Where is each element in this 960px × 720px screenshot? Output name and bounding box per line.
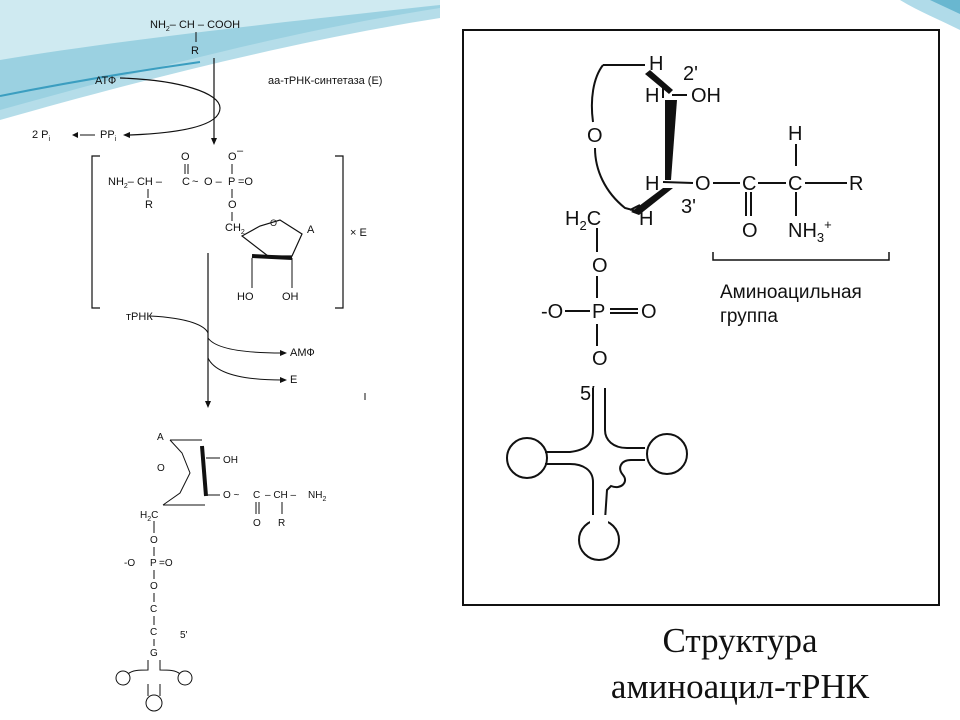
- amino-acid-formula: NH2– CH – COOH: [150, 19, 240, 33]
- intermediate-eq-o: =O: [238, 176, 253, 188]
- struct-two-prime: 2': [683, 63, 698, 85]
- atp-label: АТФ: [95, 75, 116, 87]
- product-five-prime: 5': [180, 630, 188, 641]
- svg-text:O: O: [270, 218, 277, 228]
- slide-caption: Структура аминоацил-тРНК: [540, 618, 940, 710]
- intermediate-ho: HO: [237, 291, 254, 303]
- product-o-carb: O: [253, 518, 261, 529]
- struct-h-mid: H: [645, 173, 659, 195]
- struct-o-link: O: [592, 255, 608, 277]
- struct-r: R: [849, 173, 863, 195]
- enzyme-label: аа-тРНК-синтетаза (E): [268, 75, 382, 87]
- product-g: G: [150, 648, 158, 659]
- product-c1: C: [150, 604, 157, 615]
- caption-line1: Структура: [662, 621, 818, 660]
- intermediate-nh2: NH2– CH –: [108, 176, 163, 190]
- struct-o-carb: O: [742, 220, 758, 242]
- e-label: E: [290, 374, 297, 386]
- product-o-tilde: O ~: [223, 490, 240, 501]
- intermediate-minus: –: [237, 145, 244, 157]
- struct-eq-o: O: [641, 301, 657, 323]
- product-p: P: [150, 558, 157, 569]
- trna-label: тРНК: [126, 311, 153, 323]
- struct-three-prime: 3': [681, 196, 696, 218]
- intermediate-tilde: ~: [192, 176, 198, 188]
- struct-h-alpha: H: [788, 123, 802, 145]
- intermediate-p: P: [228, 176, 235, 188]
- product-eq-o: =O: [159, 558, 173, 569]
- intermediate-o-carb: O: [181, 151, 190, 163]
- intermediate-oh: OH: [282, 291, 299, 303]
- intermediate-ch2: CH2: [225, 222, 245, 236]
- left-reaction-scheme: NH2– CH – COOH R АТФ аа-тРНК-синтетаза (…: [32, 19, 382, 712]
- struct-c2: C: [788, 173, 802, 195]
- struct-c1: C: [742, 173, 756, 195]
- product-c2: C: [150, 627, 157, 638]
- intermediate-xe: × E: [350, 227, 367, 239]
- struct-h-ring: H: [639, 208, 653, 230]
- caption-line2: аминоацил-тРНК: [610, 667, 870, 706]
- struct-minus-o: -O: [541, 301, 563, 323]
- product-nh2: NH2: [308, 490, 326, 503]
- aminoacyl-trna-structure: H 2' H OH O H O C C R H 3' H2C H O NH3+ …: [462, 29, 940, 606]
- struct-nh3: NH3+: [788, 217, 832, 245]
- struct-h-top: H: [649, 53, 663, 75]
- product-a: A: [157, 432, 164, 443]
- struct-h-oh: H: [645, 85, 659, 107]
- product-o1: O: [150, 535, 158, 546]
- intermediate-o-top: O: [228, 151, 237, 163]
- struct-five-prime: 5′: [580, 383, 595, 405]
- group-label-line2: группа: [720, 306, 778, 327]
- product-o2: O: [150, 581, 158, 592]
- struct-o-ester: O: [695, 173, 711, 195]
- struct-o-link2: O: [592, 348, 608, 370]
- intermediate-o-ch2: O: [228, 199, 237, 211]
- intermediate-a: A: [307, 224, 315, 236]
- intermediate-c: C: [182, 176, 190, 188]
- intermediate-o1: O –: [204, 176, 223, 188]
- ppi-label: PPi: [100, 129, 117, 143]
- pi-label: 2 Pi: [32, 129, 51, 143]
- intermediate-r: R: [145, 199, 153, 211]
- struct-ring-o: O: [587, 125, 603, 147]
- amino-acid-r: R: [191, 45, 199, 57]
- product-h2c: H2C: [140, 510, 158, 523]
- product-ring-o: O: [157, 463, 165, 474]
- product-oh: OH: [223, 455, 238, 466]
- product-ch: – CH –: [265, 490, 297, 501]
- product-c: C: [253, 490, 260, 501]
- amp-label: АМФ: [290, 347, 315, 359]
- struct-p: P: [592, 301, 605, 323]
- struct-oh: OH: [691, 85, 721, 107]
- group-label-line1: Аминоацильная: [720, 282, 862, 303]
- product-r: R: [278, 518, 285, 529]
- struct-h2c: H2C: [565, 208, 601, 233]
- product-minus-o: -O: [124, 558, 135, 569]
